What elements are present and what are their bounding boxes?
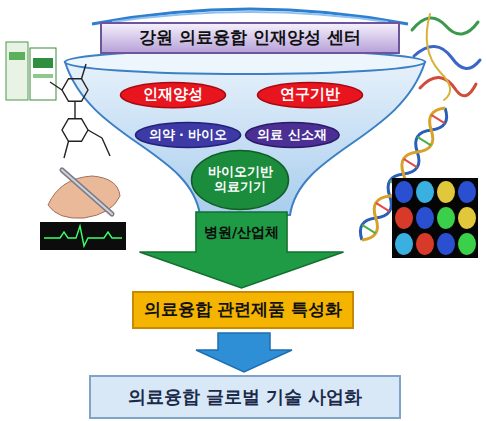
hand-device	[48, 170, 120, 218]
ellipse-shape	[245, 123, 339, 148]
result-box: 의료융합 관련제품 특성화	[132, 291, 355, 329]
goal-box: 의료융합 글로벌 기술 사업화	[89, 375, 401, 419]
header-arc	[112, 12, 388, 22]
chemical-structure	[50, 64, 110, 158]
flow-arrow	[140, 212, 344, 288]
brain-scans	[392, 178, 478, 258]
ellipse-shape	[192, 151, 289, 210]
node-text: 강원 의료융합 인재양성 센터	[139, 28, 361, 48]
node-text: 바이오기반 의료기기	[204, 165, 276, 195]
ellipse-shape	[258, 82, 363, 107]
medicine-boxes	[6, 42, 56, 100]
node-text: 의료융합 글로벌 기술 사업화	[128, 387, 363, 408]
ecg-monitor	[40, 222, 126, 250]
field-ellipse: 의약 · 바이오	[134, 121, 242, 149]
node-text: 의약 · 바이오	[149, 128, 227, 142]
node-text: 의료 신소재	[257, 128, 326, 142]
node-text: 의료융합 관련제품 특성화	[144, 300, 343, 320]
flow-arrow	[196, 333, 292, 372]
node-text: 연구기반	[280, 86, 340, 103]
dna-helix	[360, 108, 446, 240]
field-ellipse: 의료 신소재	[244, 121, 341, 149]
node-text: 인재양성	[143, 86, 203, 103]
field-circle: 바이오기반 의료기기	[190, 149, 290, 211]
edge-label: 병원/산업체	[204, 224, 279, 240]
center-banner: 강원 의료융합 인재양성 센터	[100, 22, 400, 54]
pillar-ellipse: 인재양성	[119, 81, 227, 109]
ellipse-shape	[121, 82, 226, 107]
ellipse-shape	[135, 123, 240, 148]
protein-ribbon	[412, 14, 480, 100]
pillar-ellipse: 연구기반	[256, 81, 364, 109]
